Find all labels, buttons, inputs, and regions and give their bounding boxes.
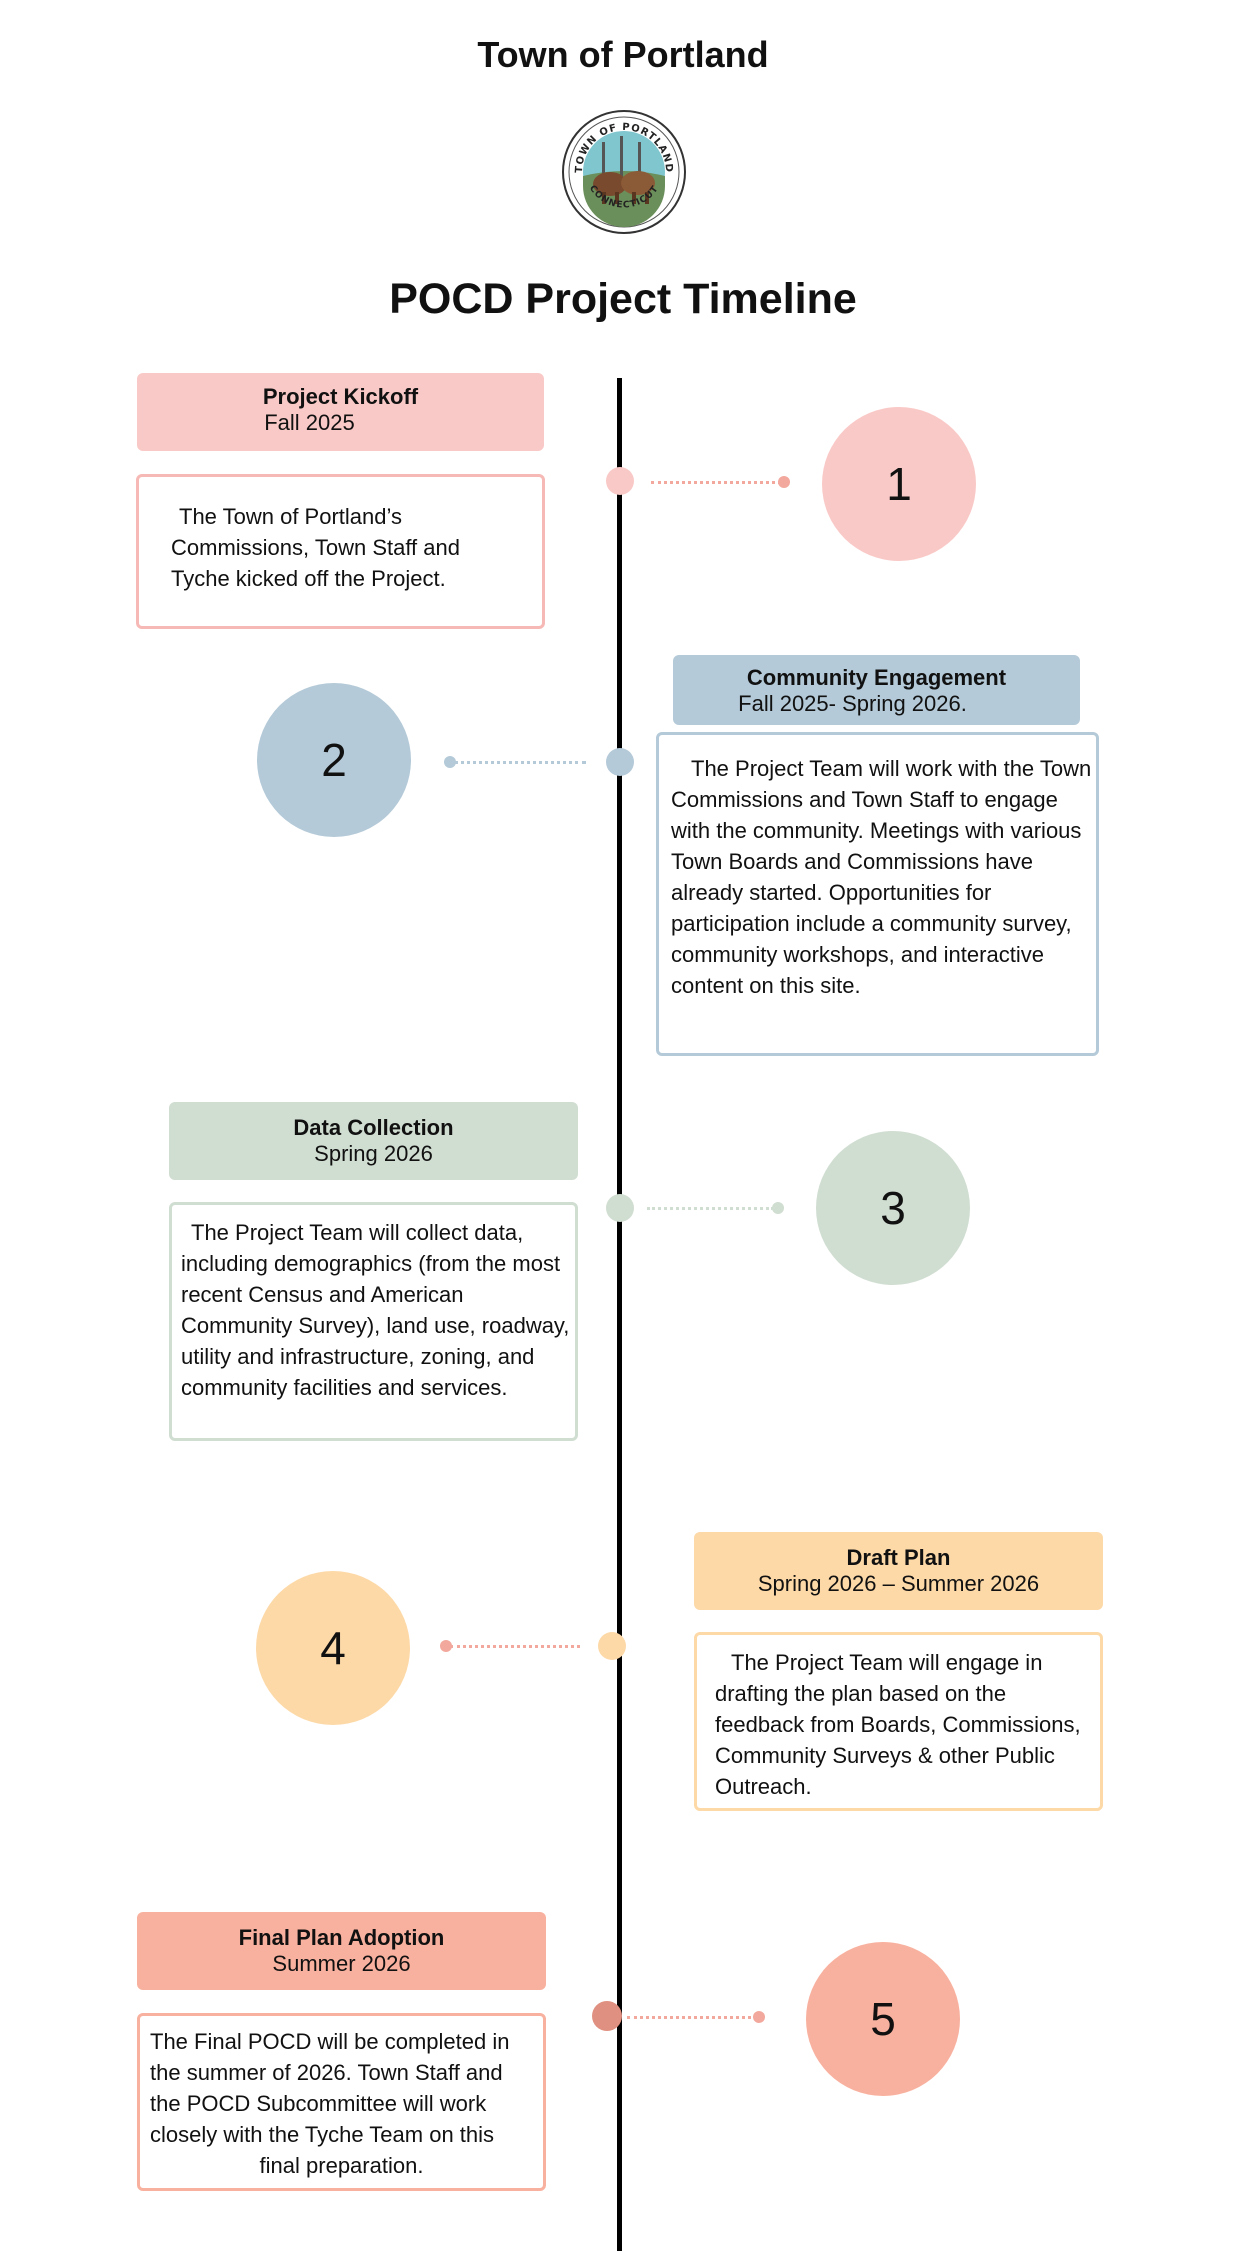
milestone-2-connector (454, 761, 586, 764)
milestone-4-header: Draft Plan Spring 2026 – Summer 2026 (694, 1532, 1103, 1610)
milestone-3-title: Data Collection (293, 1115, 454, 1140)
milestone-3-connector-dot (772, 1202, 784, 1214)
milestone-2-title: Community Engagement (746, 665, 1007, 690)
milestone-4-title: Draft Plan (846, 1545, 951, 1570)
milestone-5-number-bubble: 5 (806, 1942, 960, 2096)
milestone-5-description-text: The Final POCD will be completed in the … (150, 2029, 510, 2178)
milestone-4-connector (450, 1645, 580, 1648)
town-seal-logo: TOWN OF PORTLAND CONNECTICUT (562, 110, 686, 234)
milestone-4-date: Spring 2026 – Summer 2026 (757, 1571, 1040, 1596)
milestone-3-connector (647, 1207, 774, 1210)
milestone-5-number: 5 (870, 1993, 896, 2045)
timeline-axis (617, 378, 622, 2251)
milestone-3-number-bubble: 3 (816, 1131, 970, 1285)
milestone-3-node (606, 1194, 634, 1222)
milestone-2-description: The Project Team will work with the Town… (656, 732, 1099, 1056)
town-title: Town of Portland (477, 34, 769, 75)
milestone-1-date: Fall 2025 (264, 410, 355, 435)
milestone-1-title: Project Kickoff (262, 384, 419, 409)
milestone-1-connector (651, 481, 781, 484)
milestone-4-description-text: The Project Team will engage in drafting… (715, 1650, 1081, 1799)
milestone-2-number: 2 (321, 734, 347, 786)
milestone-4-number-bubble: 4 (256, 1571, 410, 1725)
milestone-3-number: 3 (880, 1182, 906, 1234)
milestone-2-header: Community Engagement Fall 2025- Spring 2… (673, 655, 1080, 725)
milestone-4-connector-dot (440, 1640, 452, 1652)
milestone-3-description: The Project Team will collect data, incl… (169, 1202, 578, 1441)
milestone-5-connector (627, 2016, 757, 2019)
milestone-5-header: Final Plan Adoption Summer 2026 (137, 1912, 546, 1990)
timeline-title: POCD Project Timeline (389, 275, 857, 323)
milestone-4-number: 4 (320, 1622, 346, 1674)
milestone-1-number: 1 (886, 458, 912, 510)
milestone-1-header: Project Kickoff Fall 2025 (137, 373, 544, 451)
milestone-1-node (606, 467, 634, 495)
milestone-1-connector-dot (778, 476, 790, 488)
milestone-2-description-text: The Project Team will work with the Town… (671, 756, 1092, 998)
milestone-4-node (598, 1632, 626, 1660)
milestone-5-node (592, 2001, 622, 2031)
milestone-5-description: The Final POCD will be completed in the … (137, 2013, 546, 2191)
milestone-5-connector-dot (753, 2011, 765, 2023)
milestone-1-description: The Town of Portland’s Commissions, Town… (136, 474, 545, 629)
milestone-5-title: Final Plan Adoption (238, 1925, 445, 1950)
milestone-1-description-text: The Town of Portland’s Commissions, Town… (171, 504, 460, 591)
milestone-3-date: Spring 2026 (314, 1141, 433, 1166)
milestone-2-connector-dot (444, 756, 456, 768)
milestone-3-header: Data Collection Spring 2026 (169, 1102, 578, 1180)
milestone-3-description-text: The Project Team will collect data, incl… (181, 1220, 570, 1400)
milestone-5-date: Summer 2026 (272, 1951, 411, 1976)
milestone-1-number-bubble: 1 (822, 407, 976, 561)
milestone-2-date: Fall 2025- Spring 2026. (738, 691, 967, 716)
milestone-4-description: The Project Team will engage in drafting… (694, 1632, 1103, 1811)
milestone-2-node (606, 748, 634, 776)
milestone-2-number-bubble: 2 (257, 683, 411, 837)
